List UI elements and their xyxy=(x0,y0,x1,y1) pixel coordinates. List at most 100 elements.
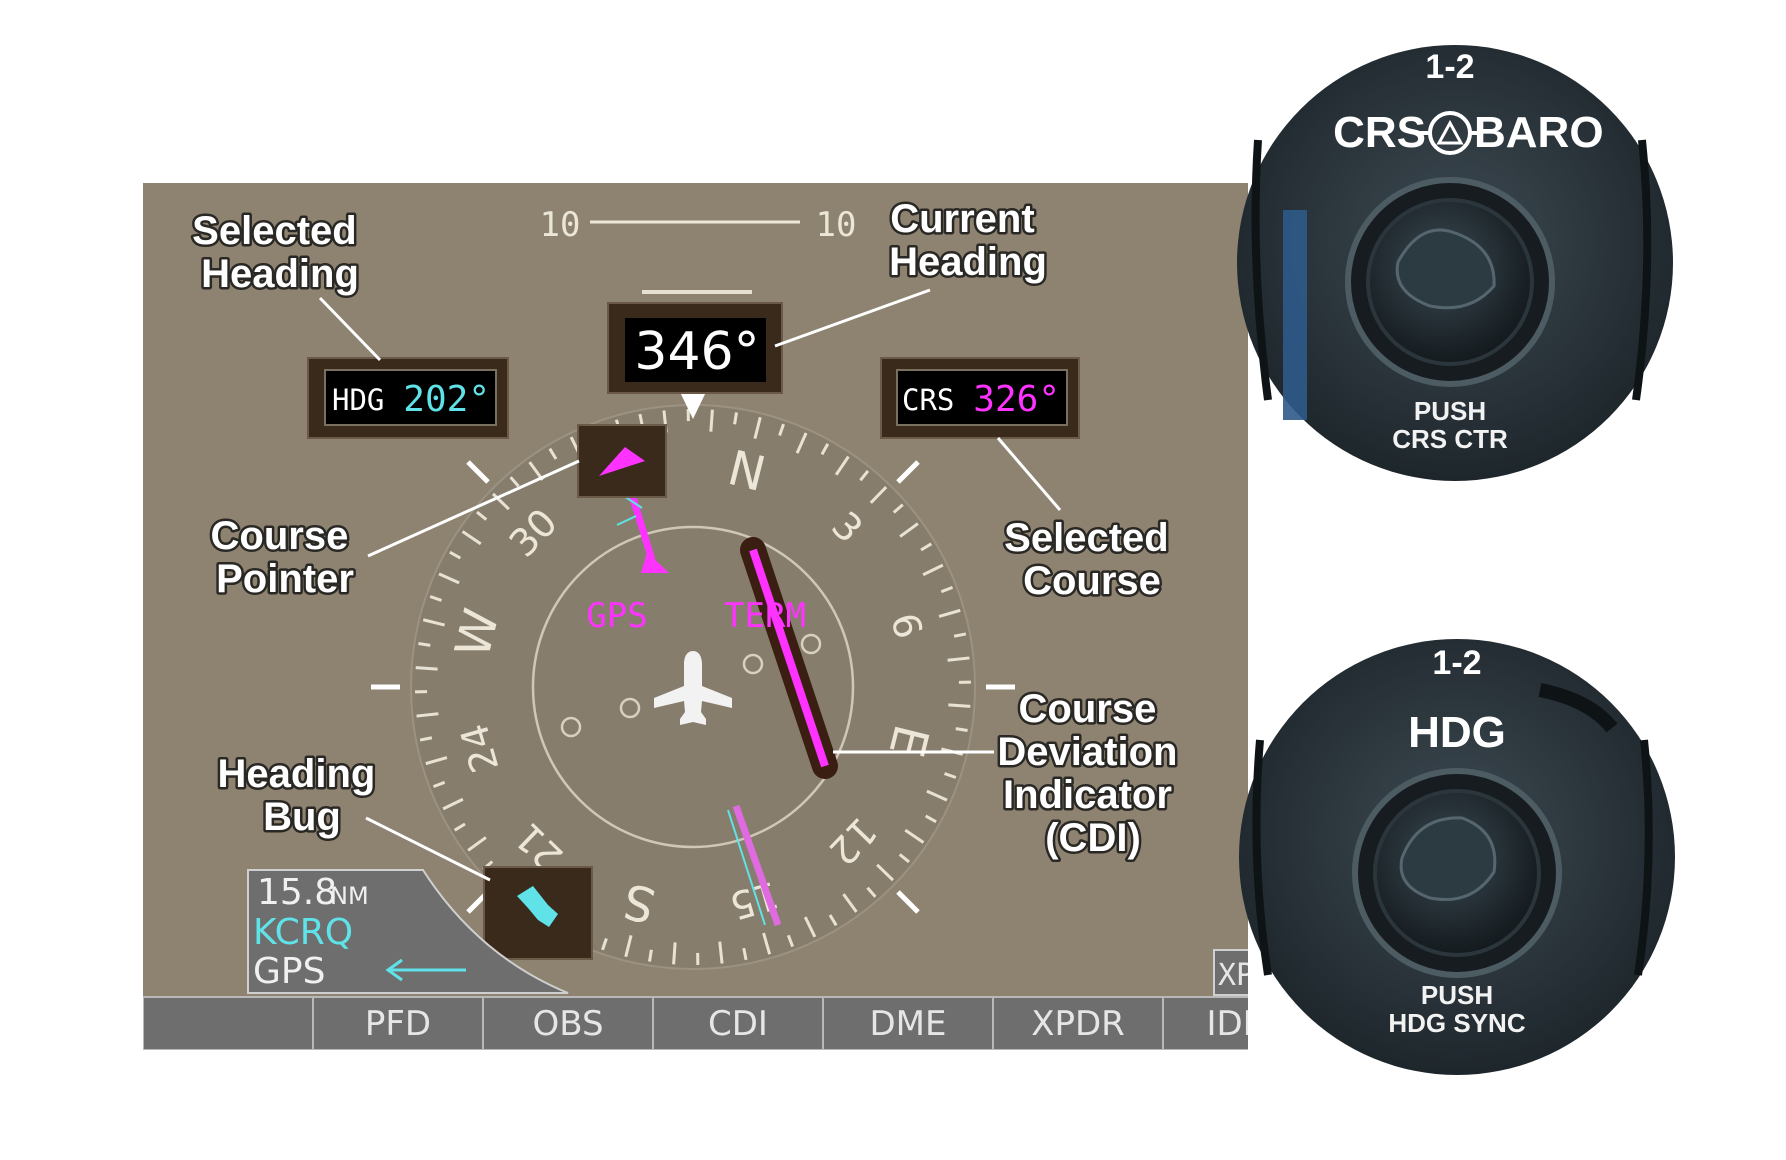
course-pointer-tail xyxy=(732,804,782,927)
aircraft-symbol-icon xyxy=(654,651,732,725)
compass-tick xyxy=(899,522,919,538)
nav-source-label: GPS xyxy=(586,596,647,636)
compass-tick xyxy=(803,916,817,938)
compass-tick xyxy=(638,413,644,427)
bearing-arrow-icon xyxy=(385,958,466,982)
softkey-dme[interactable]: DME xyxy=(822,996,994,1050)
compass-tick xyxy=(449,550,462,560)
softkey-cdi[interactable]: CDI xyxy=(652,996,824,1050)
heading-pointer-icon xyxy=(679,390,707,419)
compass-tick xyxy=(926,789,948,802)
bearing-distance-unit: NM xyxy=(330,882,369,910)
compass-tick xyxy=(709,409,714,432)
crs-baro-index: 1-2 xyxy=(1425,48,1474,86)
callout-selected-course: Selected Course xyxy=(1004,516,1180,603)
compass-tick xyxy=(904,828,925,844)
compass-tick xyxy=(924,814,937,824)
softkey-iden[interactable]: IDEN xyxy=(1162,996,1333,1050)
crs-baro-push-line1: PUSH xyxy=(1414,396,1486,426)
deviation-dot xyxy=(619,697,641,719)
softkey-obs[interactable]: OBS xyxy=(482,996,654,1050)
compass-tick xyxy=(842,893,858,913)
compass-tick xyxy=(733,412,738,425)
hdg-push-line2: HDG SYNC xyxy=(1388,1008,1525,1038)
compass-tick xyxy=(778,423,785,436)
compass-tick xyxy=(869,485,888,504)
lubber-mark xyxy=(896,890,920,914)
compass-tick xyxy=(467,836,487,852)
crs-baro-push-line2: CRS CTR xyxy=(1392,424,1508,454)
compass-tick xyxy=(415,666,438,671)
compass-tick xyxy=(624,935,633,958)
compass-tick xyxy=(953,632,967,638)
lubber-mark xyxy=(466,460,490,484)
bearing-distance: 15.8 xyxy=(257,872,337,913)
scale-right: 10 xyxy=(816,205,857,245)
softkey-label: IDEN xyxy=(1206,1004,1289,1044)
deviation-dot xyxy=(560,716,582,738)
compass-tick xyxy=(866,886,877,898)
hdg-knob-panel: 1-2 HDG PUSH HDG SYNC xyxy=(1239,639,1675,1075)
hdg-push-line1: PUSH xyxy=(1421,980,1493,1010)
compass-tick xyxy=(948,703,971,708)
softkey-pfd[interactable]: PFD xyxy=(312,996,484,1050)
callout-selected-heading: Selected Heading xyxy=(192,209,368,296)
knob-push-triangle-icon xyxy=(1420,111,1480,155)
softkey-xpdr[interactable]: XPDR xyxy=(992,996,1164,1050)
compass-tick xyxy=(753,416,762,439)
softkey-blank[interactable] xyxy=(143,996,314,1050)
compass-tick xyxy=(920,542,933,552)
compass-tick xyxy=(820,443,830,456)
compass-tick xyxy=(442,797,464,811)
selected-heading-value: 202° xyxy=(403,379,490,420)
flight-phase-label: TERM xyxy=(724,596,806,636)
lubber-mark xyxy=(896,460,920,484)
course-pointer-tail-shadow xyxy=(727,809,766,926)
bearing-waypoint: KCRQ xyxy=(253,912,353,953)
compass-tick xyxy=(509,476,520,488)
compass-tick xyxy=(892,503,904,514)
compass-tick xyxy=(418,642,431,647)
crs-baro-title-right: BARO xyxy=(1474,108,1604,157)
cdi-needle xyxy=(740,537,838,779)
compass-tick xyxy=(476,510,488,521)
softkey-label: XPDR xyxy=(1031,1004,1125,1044)
compass-tick xyxy=(461,530,482,546)
compass-tick xyxy=(491,492,510,511)
compass-tick xyxy=(944,772,957,779)
hdg-title: HDG xyxy=(1408,708,1506,757)
corner-partial-label: XP xyxy=(1218,958,1254,993)
compass-tick xyxy=(922,563,944,577)
crs-baro-title-left: CRS xyxy=(1333,108,1426,157)
callout-heading-bug: Heading Bug xyxy=(218,752,387,839)
compass-tick xyxy=(601,938,608,951)
callout-current-heading: Current Heading xyxy=(889,197,1047,284)
compass-tick xyxy=(742,947,748,961)
compass-tick xyxy=(828,914,838,927)
compass-tick xyxy=(416,712,439,718)
softkey-label: OBS xyxy=(532,1004,603,1044)
softkey-label: DME xyxy=(870,1004,947,1044)
compass-tick xyxy=(438,572,460,585)
deviation-dot xyxy=(742,653,764,675)
compass-tick xyxy=(834,455,850,476)
compass-tick xyxy=(548,447,558,460)
compass-tick xyxy=(876,863,895,882)
compass-tick xyxy=(940,585,954,594)
current-heading-value: 346° xyxy=(634,322,759,382)
compass-tick xyxy=(718,941,724,964)
callout-leaders xyxy=(318,288,1062,882)
softkey-label: PFD xyxy=(365,1004,431,1044)
corner-partial-box xyxy=(1213,949,1248,996)
compass-tick xyxy=(432,780,446,789)
bearing-source: GPS xyxy=(253,951,325,992)
scale-left: 10 xyxy=(540,205,581,245)
compass-tick xyxy=(795,432,808,454)
crs-baro-knob-panel: 1-2 CRS BARO PUSH CRS CTR xyxy=(1237,45,1673,481)
selected-course-label: CRS xyxy=(902,383,954,417)
compass-tick xyxy=(955,727,968,732)
compass-tick xyxy=(429,595,442,602)
softkey-label: CDI xyxy=(708,1004,768,1044)
deviation-dot xyxy=(800,633,822,655)
